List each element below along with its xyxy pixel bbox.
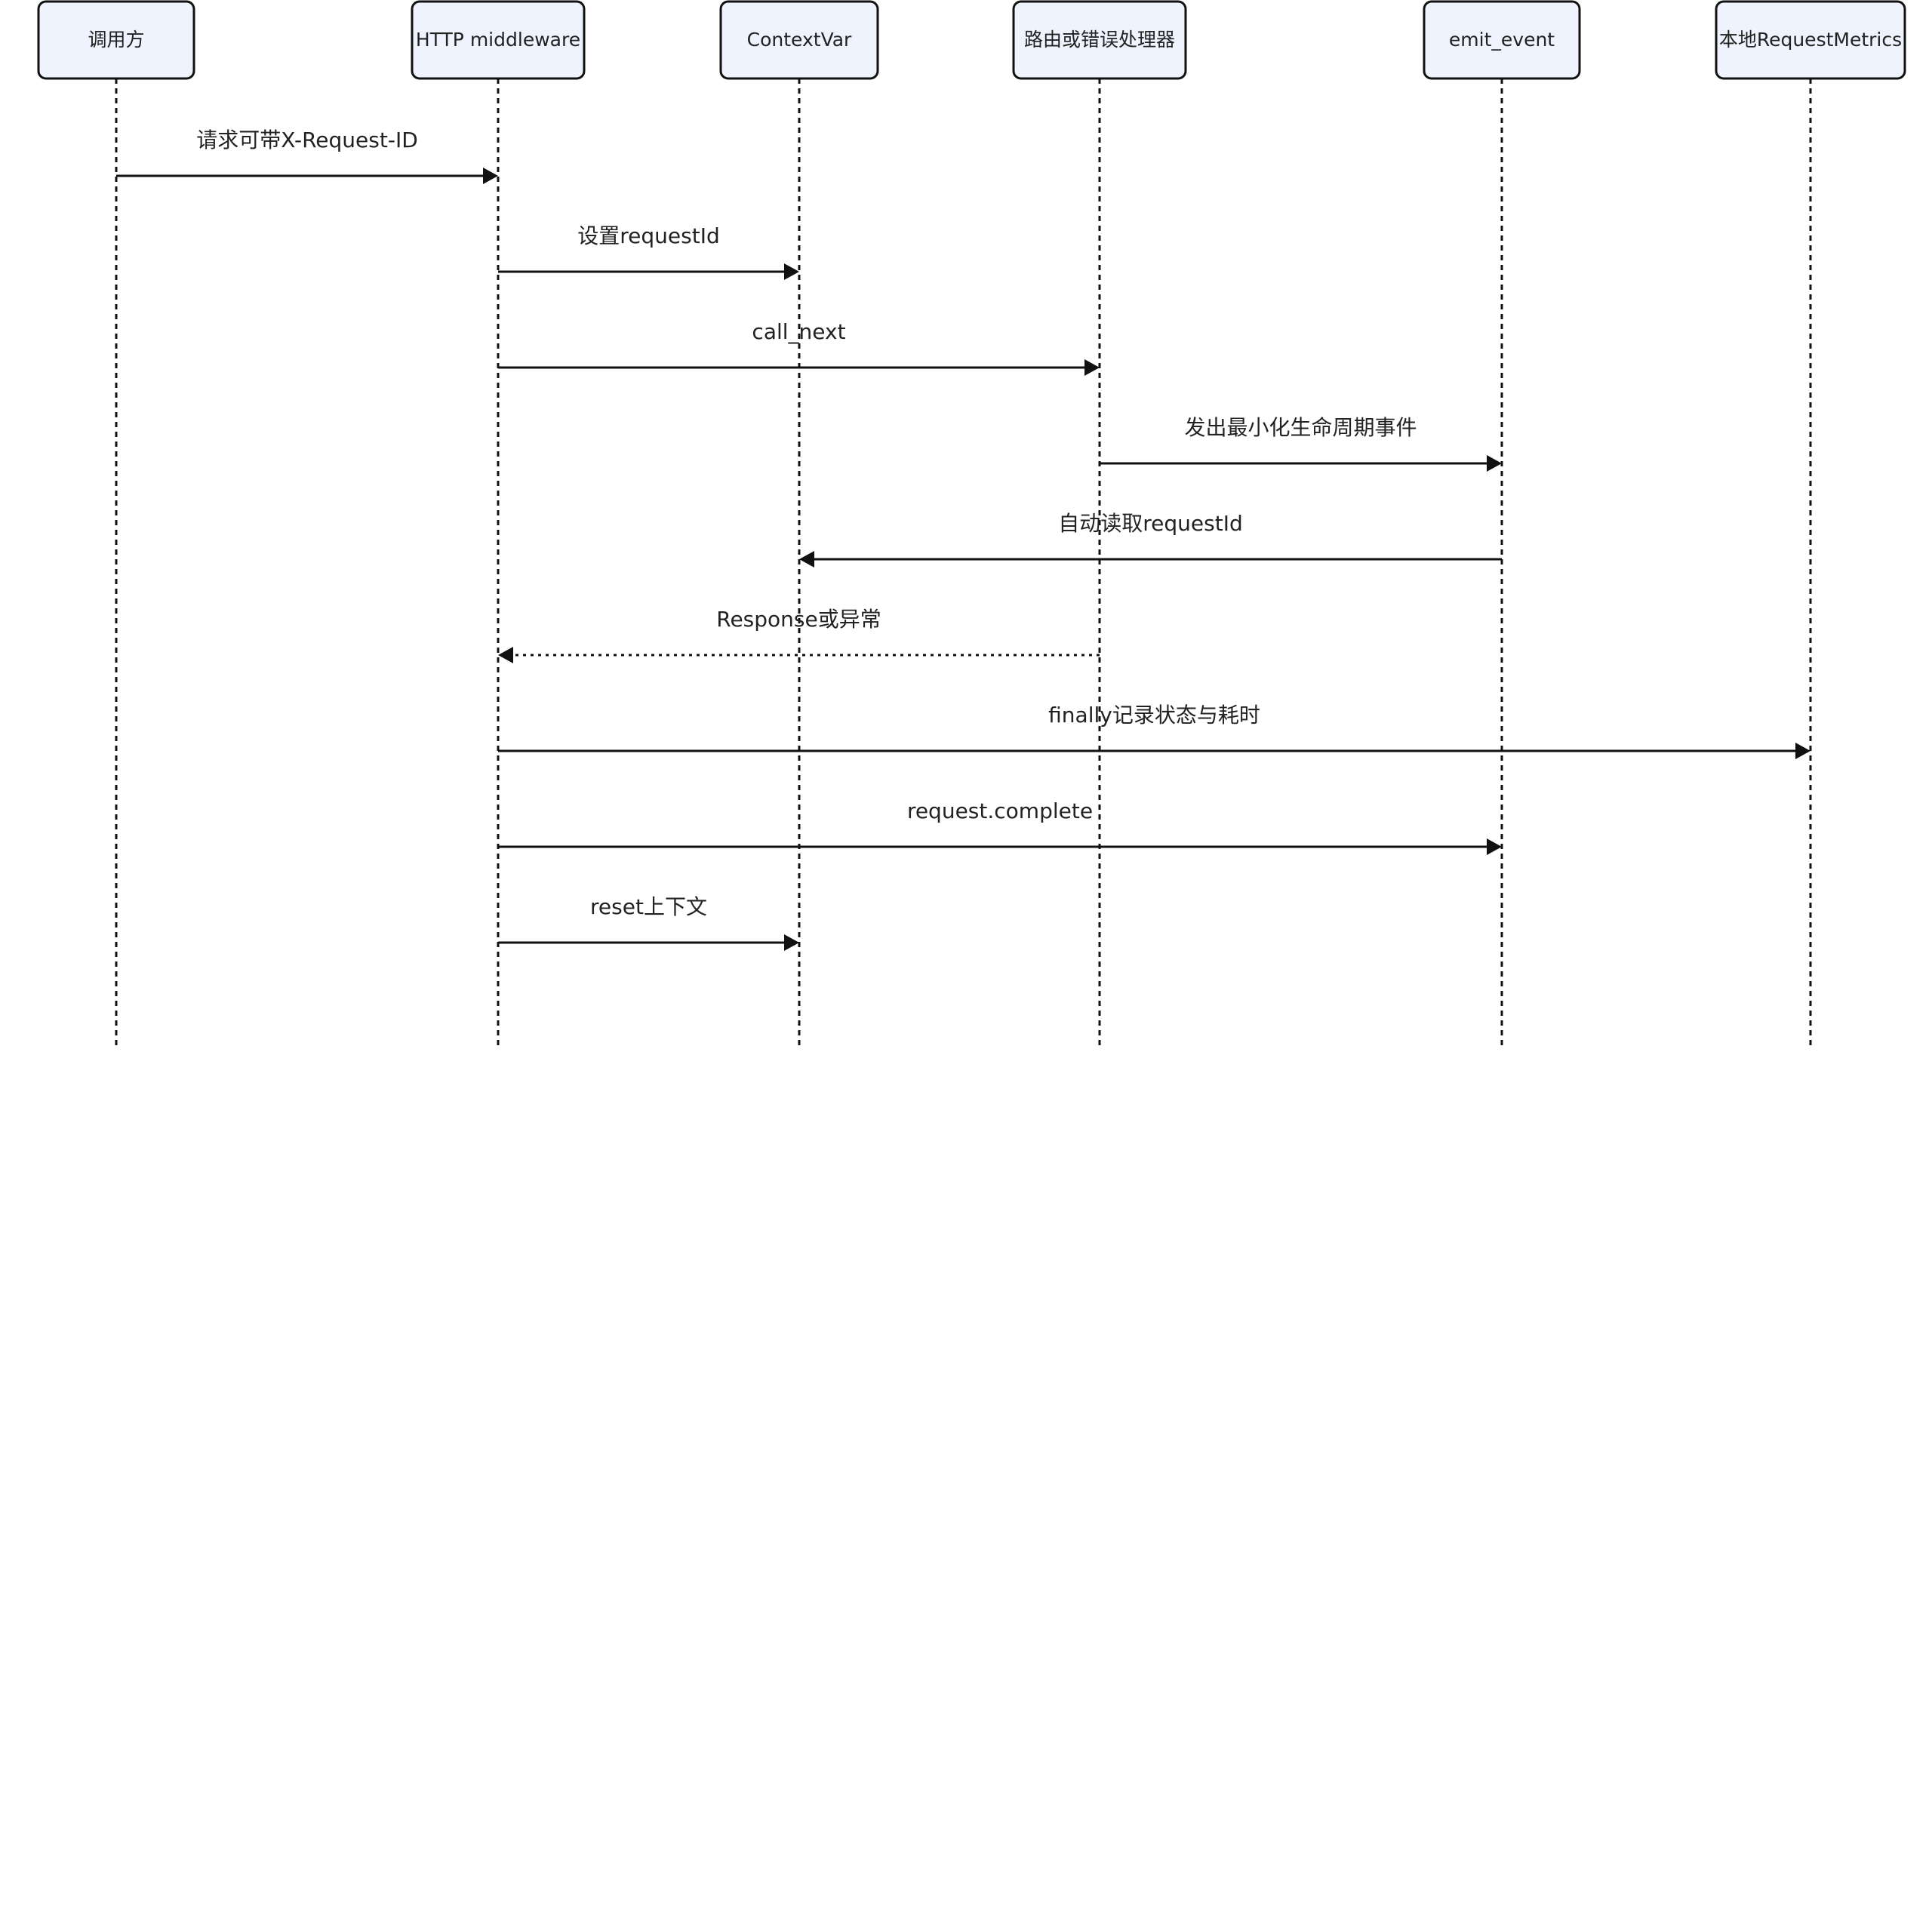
message: 自动读取requestId: [799, 511, 1502, 568]
actor-router: 路由或错误处理器: [1012, 0, 1187, 80]
actor-box: [1715, 0, 1906, 80]
message: finally记录状态与耗时: [498, 703, 1810, 759]
actor-metrics: 本地RequestMetrics: [1715, 0, 1906, 80]
lifelines: [115, 78, 1812, 1049]
actor-middleware: HTTP middleware: [411, 0, 586, 80]
arrowhead: [1487, 838, 1502, 855]
actor-box: [719, 0, 879, 80]
arrowhead: [1795, 743, 1810, 759]
message: 发出最小化生命周期事件: [1100, 415, 1502, 472]
actor-label: ContextVar: [747, 29, 852, 51]
message: reset上下文: [498, 894, 799, 951]
arrowhead: [784, 263, 799, 280]
actor-label: 路由或错误处理器: [1024, 29, 1175, 51]
message: request.complete: [498, 798, 1502, 855]
message-label: 发出最小化生命周期事件: [1184, 415, 1417, 440]
actors: 调用方 HTTP middleware ContextVar 路由或错误处理器 emit…: [37, 0, 1906, 80]
actor-emit: emit_event: [1423, 0, 1581, 80]
actor-box: [1012, 0, 1187, 80]
arrowhead: [799, 551, 814, 568]
message: call_next: [498, 319, 1100, 376]
arrowhead: [1084, 359, 1100, 376]
message-label: Response或异常: [716, 607, 881, 632]
message: 请求可带X-Request-ID: [116, 128, 498, 184]
message-label: 设置requestId: [577, 223, 719, 248]
messages: 请求可带X-Request-ID 设置requestId call_next 发出最小…: [116, 128, 1810, 951]
actor-label: 调用方: [88, 29, 144, 51]
message-label: 请求可带X-Request-ID: [196, 128, 418, 152]
actor-label: 本地RequestMetrics: [1719, 29, 1902, 51]
actor-box: [1423, 0, 1581, 80]
message-label: finally记录状态与耗时: [1048, 703, 1260, 728]
actor-box: [411, 0, 586, 80]
message-label: reset上下文: [590, 894, 707, 919]
message-label: request.complete: [907, 798, 1093, 823]
actor-label: HTTP middleware: [416, 29, 580, 51]
arrowhead: [483, 168, 498, 184]
actor-box: [37, 0, 195, 80]
arrowhead: [784, 934, 799, 951]
actor-contextvar: ContextVar: [719, 0, 879, 80]
message-label: call_next: [752, 319, 845, 344]
actor-caller: 调用方: [37, 0, 195, 80]
message: 设置requestId: [498, 223, 799, 280]
actor-label: emit_event: [1449, 29, 1555, 51]
message: Response或异常: [498, 607, 1100, 663]
arrowhead: [1487, 455, 1502, 472]
message-label: 自动读取requestId: [1058, 511, 1242, 536]
arrowhead: [498, 647, 513, 663]
